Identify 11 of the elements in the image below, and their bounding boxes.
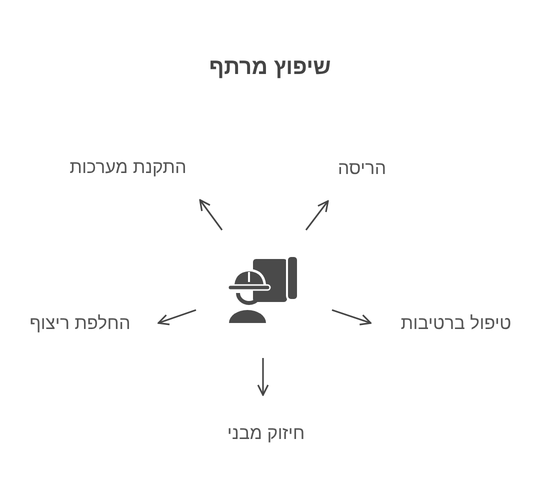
task-label: החלפת ריצוף — [30, 312, 130, 334]
task-label: הריסה — [338, 157, 386, 179]
task-label: חיזוק מבני — [227, 422, 305, 444]
task-label: התקנת מערכות — [70, 156, 186, 178]
arrow — [257, 358, 269, 396]
arrow — [158, 309, 196, 326]
diagram-title: שיפוץ מרתף — [209, 54, 331, 80]
arrow — [332, 309, 372, 326]
task-label: טיפול ברטיבות — [400, 312, 512, 334]
arrow — [305, 200, 329, 230]
arrow — [199, 199, 223, 230]
